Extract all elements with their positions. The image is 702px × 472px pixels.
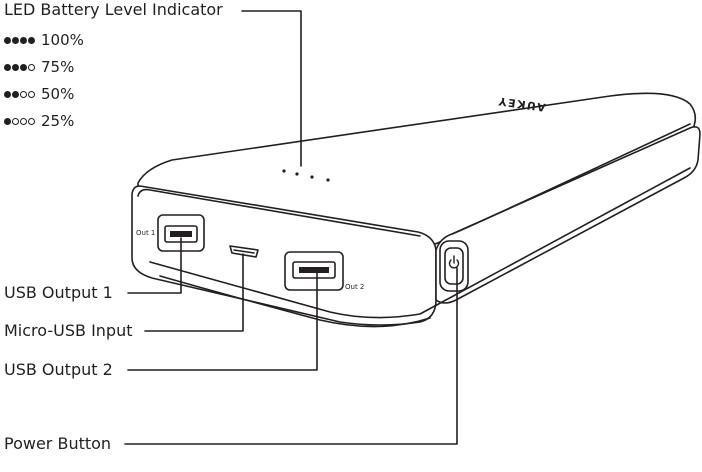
- led-off-icon: [12, 117, 19, 125]
- led-on-icon: [12, 90, 19, 98]
- led-off-icon: [20, 117, 27, 125]
- leader-led: [241, 10, 302, 167]
- usb-output-2-label: USB Output 2: [4, 360, 113, 379]
- usb-port-2: [284, 251, 344, 291]
- device-front-rim: [137, 188, 421, 237]
- power-symbol-icon: [448, 255, 460, 269]
- led-dots: [282, 169, 330, 182]
- battery-level-text: 50%: [41, 85, 75, 103]
- led-on-icon: [4, 36, 11, 44]
- leader-usb-2: [127, 271, 318, 371]
- led-dots-icon: [4, 117, 35, 125]
- device-right-face: [435, 126, 701, 304]
- port-label-2: Out 2: [345, 283, 364, 291]
- led-dots-icon: [4, 63, 35, 71]
- led-on-icon: [4, 90, 11, 98]
- led-off-icon: [20, 90, 27, 98]
- micro-usb-input-label: Micro-USB Input: [4, 321, 133, 340]
- battery-level-text: 25%: [41, 112, 75, 130]
- leader-usb-1: [127, 237, 182, 294]
- led-on-icon: [28, 36, 35, 44]
- micro-usb-port: [229, 245, 259, 258]
- device-bottom-seam: [149, 167, 691, 319]
- port-label-1: Out 1: [136, 229, 155, 237]
- battery-level-text: 100%: [41, 31, 84, 49]
- usb-output-1-label: USB Output 1: [4, 283, 113, 302]
- power-button-label: Power Button: [4, 434, 112, 453]
- led-off-icon: [28, 63, 35, 71]
- battery-level-text: 75%: [41, 58, 75, 76]
- led-dots-icon: [4, 90, 35, 98]
- leader-micro-usb: [144, 253, 244, 332]
- led-on-icon: [20, 63, 27, 71]
- battery-level-row: 75%: [4, 59, 74, 75]
- led-indicator-label: LED Battery Level Indicator: [4, 0, 223, 19]
- battery-level-row: 25%: [4, 113, 74, 129]
- led-dots-icon: [4, 36, 35, 44]
- led-on-icon: [12, 36, 19, 44]
- led-on-icon: [4, 63, 11, 71]
- led-on-icon: [4, 117, 11, 125]
- power-button-shape: [439, 240, 469, 292]
- battery-level-row: 50%: [4, 86, 74, 102]
- led-off-icon: [28, 90, 35, 98]
- led-on-icon: [12, 63, 19, 71]
- led-off-icon: [28, 117, 35, 125]
- led-on-icon: [20, 36, 27, 44]
- battery-level-row: 100%: [4, 32, 84, 48]
- leader-power: [124, 267, 458, 445]
